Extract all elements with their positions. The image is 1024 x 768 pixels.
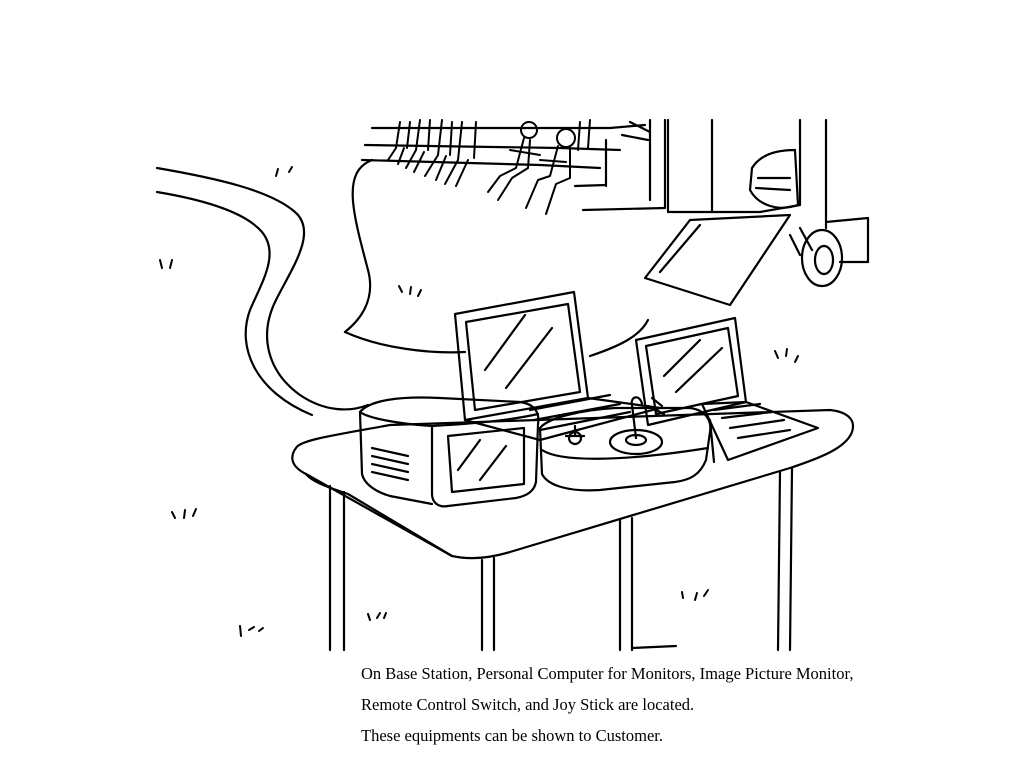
monitor-laptop xyxy=(634,316,820,464)
caption-line-1: On Base Station, Personal Computer for M… xyxy=(361,664,854,683)
folding-table xyxy=(291,408,855,652)
base-station-illustration xyxy=(155,118,870,652)
caption: On Base Station, Personal Computer for M… xyxy=(361,658,1001,751)
winding-path xyxy=(155,158,650,417)
image-picture-monitor xyxy=(358,396,540,508)
spectators xyxy=(387,119,591,215)
grass-tufts xyxy=(159,166,799,637)
caption-line-3: These equipments can be shown to Custome… xyxy=(361,726,663,745)
joystick xyxy=(608,396,666,456)
grandstand xyxy=(360,118,667,212)
caption-line-2: Remote Control Switch, and Joy Stick are… xyxy=(361,695,695,714)
remote-control-switch xyxy=(538,406,712,492)
van-with-ramp xyxy=(643,118,870,307)
